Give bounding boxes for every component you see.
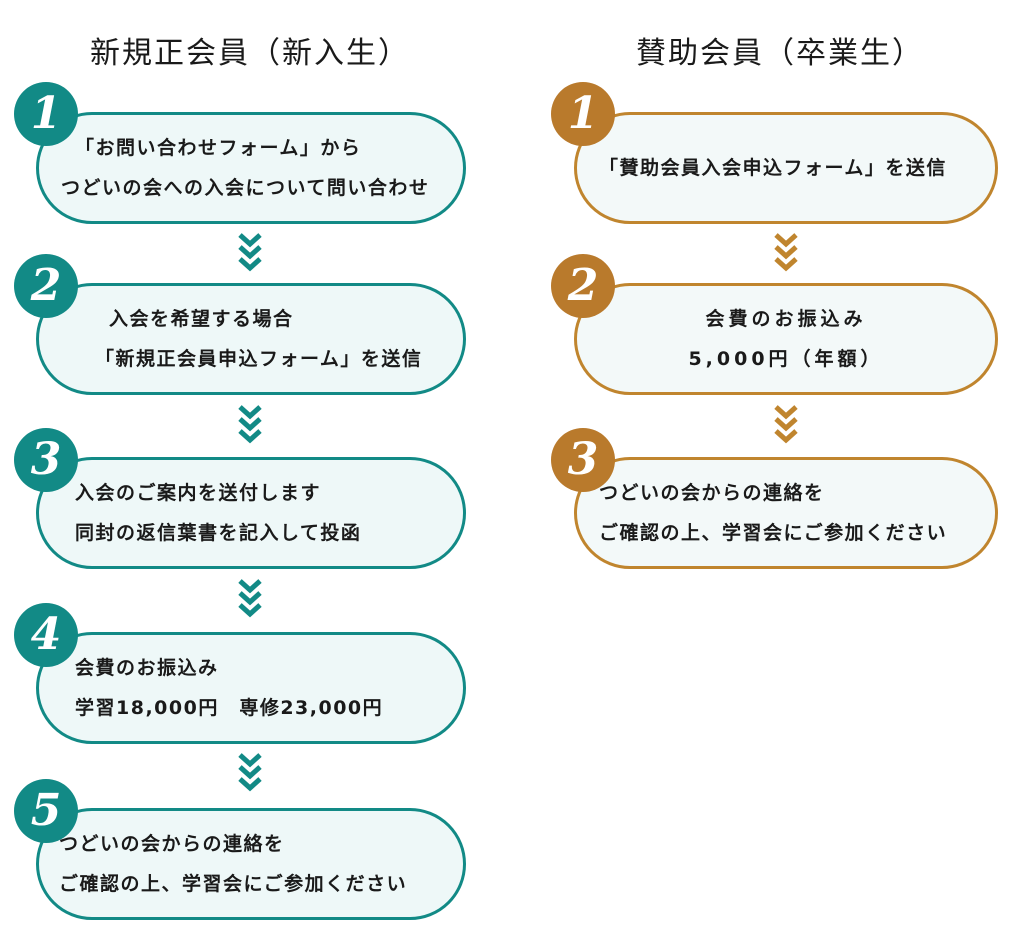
step-text-line: つどいの会への入会について問い合わせ (61, 177, 430, 199)
step-number-badge: 1 (14, 82, 78, 146)
step-number-badge: 4 (14, 603, 78, 667)
step-number-badge: 1 (551, 82, 615, 146)
supporting-member-step-2: 会費のお振込み 5,000円（年額） (574, 283, 998, 395)
step-text-line: つどいの会からの連絡を (599, 482, 825, 504)
step-text-line: ご確認の上、学習会にご参加ください (599, 522, 948, 544)
step-number-badge: 3 (14, 428, 78, 492)
step-number-badge: 3 (551, 428, 615, 492)
step-text-line: 会費のお振込み (705, 308, 867, 330)
step-text-line: 「新規正会員申込フォーム」を送信 (95, 348, 423, 370)
chevron-down-icon (238, 405, 262, 444)
new-member-step-1: 「お問い合わせフォーム」から つどいの会への入会について問い合わせ (36, 112, 466, 224)
step-number-badge: 5 (14, 779, 78, 843)
step-text-line: 学習18,000円 専修23,000円 (75, 697, 384, 719)
step-text-line: ご確認の上、学習会にご参加ください (59, 873, 408, 895)
supporting-member-step-3: つどいの会からの連絡を ご確認の上、学習会にご参加ください (574, 457, 998, 569)
chevron-down-icon (238, 233, 262, 272)
new-member-step-5: つどいの会からの連絡を ご確認の上、学習会にご参加ください (36, 808, 466, 920)
step-number-badge: 2 (14, 254, 78, 318)
chevron-down-icon (774, 405, 798, 444)
new-member-step-3: 入会のご案内を送付します 同封の返信葉書を記入して投函 (36, 457, 466, 569)
chevron-down-icon (238, 579, 262, 618)
left-column-title: 新規正会員（新入生） (90, 36, 410, 71)
chevron-down-icon (774, 233, 798, 272)
step-number-badge: 2 (551, 254, 615, 318)
chevron-down-icon (238, 753, 262, 792)
step-text-line: 入会のご案内を送付します (75, 482, 322, 504)
step-text-line: つどいの会からの連絡を (59, 833, 285, 855)
new-member-step-4: 会費のお振込み 学習18,000円 専修23,000円 (36, 632, 466, 744)
step-text-line: 「お問い合わせフォーム」から (75, 137, 362, 159)
step-text-line: 会費のお振込み (75, 657, 219, 679)
right-column-title: 賛助会員（卒業生） (636, 36, 924, 71)
step-text-line: 5,000円（年額） (688, 348, 884, 370)
step-text-line: 入会を希望する場合 (109, 308, 294, 330)
new-member-step-2: 入会を希望する場合 「新規正会員申込フォーム」を送信 (36, 283, 466, 395)
step-text-line: 「賛助会員入会申込フォーム」を送信 (599, 157, 947, 179)
supporting-member-step-1: 「賛助会員入会申込フォーム」を送信 (574, 112, 998, 224)
step-text-line: 同封の返信葉書を記入して投函 (75, 522, 362, 544)
